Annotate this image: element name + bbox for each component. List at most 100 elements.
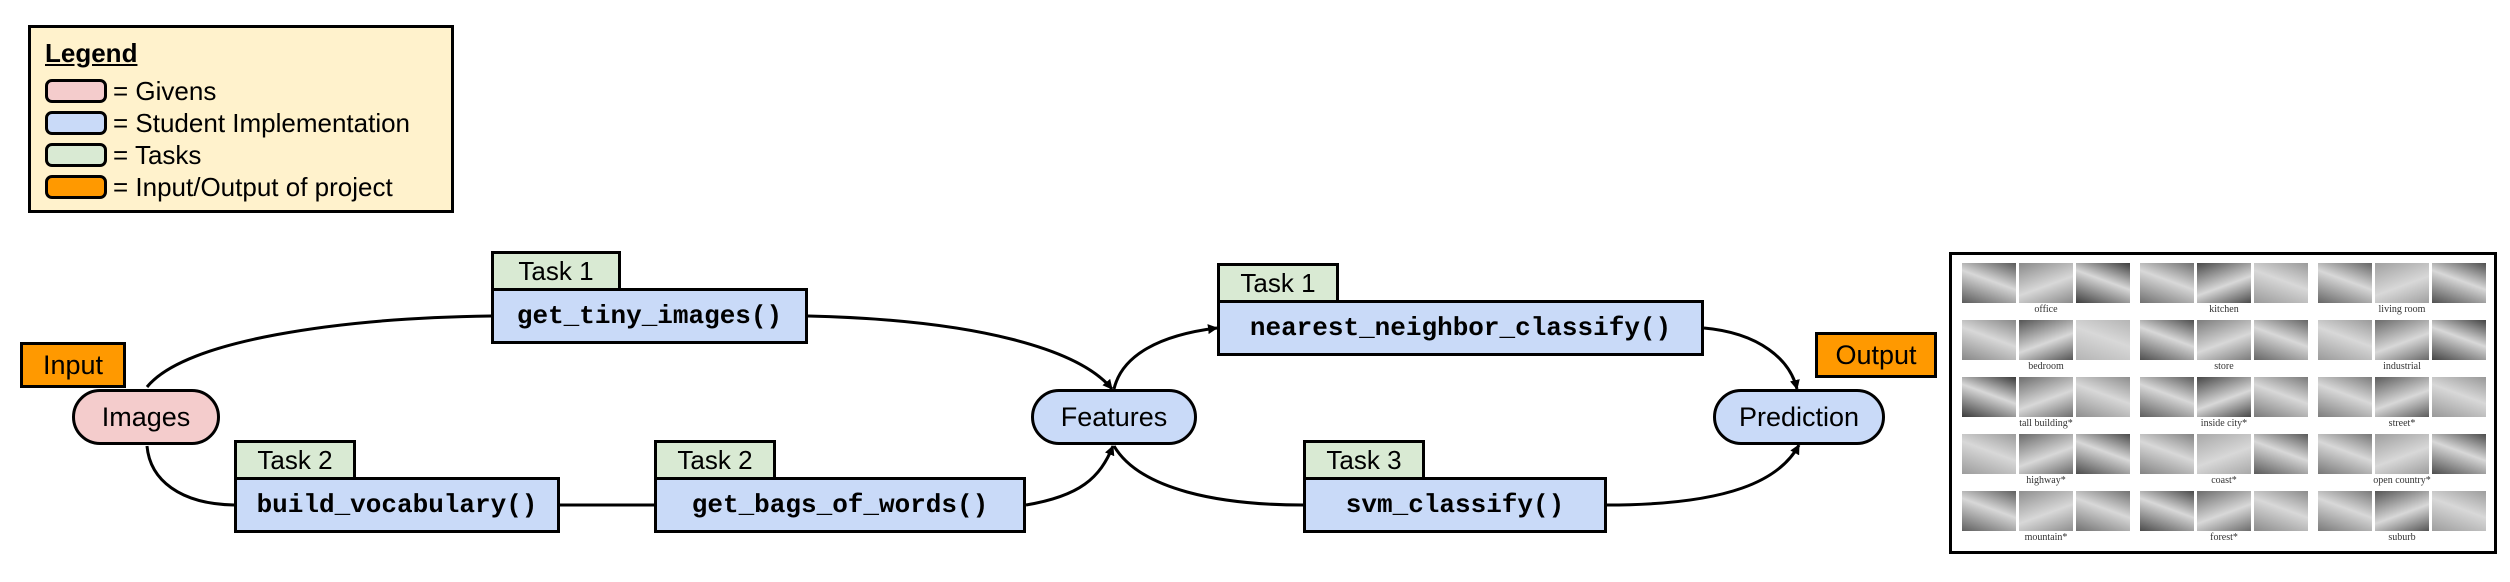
- legend-swatch-givens: [45, 79, 107, 103]
- scene-caption: open country*: [2373, 475, 2431, 486]
- legend-row-io: = Input/Output of project: [45, 171, 393, 202]
- scene-thumbnail: [2318, 320, 2372, 360]
- scene-thumbnail: [2432, 263, 2486, 303]
- scene-category-13: forest*: [2140, 491, 2308, 547]
- scene-thumbnail: [2375, 434, 2429, 474]
- scene-caption: highway*: [2026, 475, 2066, 486]
- scene-thumbnail: [2140, 263, 2194, 303]
- scene-thumbnail: [1962, 320, 2016, 360]
- scene-thumbnail: [2375, 263, 2429, 303]
- edge-tiny-to-features: [807, 314, 1114, 390]
- legend-swatch-tasks: [45, 143, 107, 167]
- legend-label-givens: = Givens: [113, 75, 217, 106]
- scene-thumbnail: [2432, 491, 2486, 531]
- scene-caption: store: [2214, 361, 2234, 372]
- scene-category-10: coast*: [2140, 434, 2308, 490]
- scene-thumbnail: [2254, 377, 2308, 417]
- scene-caption: kitchen: [2209, 304, 2239, 315]
- scene-thumbnail: [2140, 434, 2194, 474]
- features-node: Features: [1031, 389, 1197, 445]
- scene-thumbnail: [2019, 491, 2073, 531]
- scene-thumbnail: [2140, 377, 2194, 417]
- scene-category-9: highway*: [1962, 434, 2130, 490]
- scene-category-0: office: [1962, 263, 2130, 319]
- scene-thumbnail: [2140, 320, 2194, 360]
- scene-thumbnail: [2432, 434, 2486, 474]
- scene-category-1: kitchen: [2140, 263, 2308, 319]
- scene-thumbnail: [2318, 491, 2372, 531]
- input-label: Input: [20, 342, 126, 388]
- scene-category-14: suburb: [2318, 491, 2486, 547]
- scene-thumbnail: [2197, 491, 2251, 531]
- prediction-node: Prediction: [1713, 389, 1885, 445]
- images-node: Images: [72, 389, 220, 445]
- scene-thumbnail: [2019, 377, 2073, 417]
- scene-thumbnail: [2197, 377, 2251, 417]
- scene-thumbnail: [2254, 263, 2308, 303]
- scene-caption: industrial: [2383, 361, 2421, 372]
- scene-thumbnail: [2076, 434, 2130, 474]
- scene-thumbnail: [1962, 377, 2016, 417]
- task-tab-svm: Task 3: [1303, 440, 1425, 478]
- task-tab-nn: Task 1: [1217, 263, 1339, 301]
- task-tab-bags: Task 2: [654, 440, 776, 478]
- scene-thumbnail: [2076, 263, 2130, 303]
- scene-thumbnail: [2019, 320, 2073, 360]
- scene-thumbnail: [2197, 263, 2251, 303]
- legend-label-tasks: = Tasks: [113, 139, 202, 170]
- scene-thumbnail: [1962, 263, 2016, 303]
- scene-thumbnail: [2019, 263, 2073, 303]
- scene-thumbnail: [2076, 320, 2130, 360]
- legend-box: Legend = Givens = Student Implementation…: [28, 25, 454, 213]
- scene-caption: inside city*: [2200, 418, 2248, 429]
- scene-caption: mountain*: [2024, 532, 2068, 543]
- scene-caption: street*: [2388, 418, 2416, 429]
- get-tiny-images-block: get_tiny_images(): [491, 288, 808, 344]
- legend-row-tasks: = Tasks: [45, 139, 202, 170]
- scene-thumbnail-grid: office kitchen living room bedroom store indu…: [1962, 263, 2486, 548]
- edge-bags-to-features: [1025, 445, 1115, 507]
- scene-category-2: living room: [2318, 263, 2486, 319]
- task-tab-vocab: Task 2: [234, 440, 356, 478]
- edge-images-to-tiny: [145, 314, 492, 388]
- scene-thumbnail: [2076, 491, 2130, 531]
- get-bags-of-words-block: get_bags_of_words(): [654, 477, 1026, 533]
- scene-categories-figure: office kitchen living room bedroom store indu…: [1949, 252, 2497, 554]
- legend-title: Legend: [45, 38, 138, 68]
- scene-thumbnail: [2375, 491, 2429, 531]
- scene-caption: living room: [2378, 304, 2426, 315]
- build-vocabulary-block: build_vocabulary(): [234, 477, 560, 533]
- scene-thumbnail: [2375, 320, 2429, 360]
- scene-caption: coast*: [2211, 475, 2237, 486]
- scene-caption: tall building*: [2019, 418, 2073, 429]
- scene-thumbnail: [2019, 434, 2073, 474]
- scene-category-3: bedroom: [1962, 320, 2130, 376]
- scene-thumbnail: [2318, 377, 2372, 417]
- output-label: Output: [1815, 332, 1937, 378]
- scene-thumbnail: [2254, 320, 2308, 360]
- scene-thumbnail: [1962, 434, 2016, 474]
- scene-category-8: street*: [2318, 377, 2486, 433]
- scene-category-11: open country*: [2318, 434, 2486, 490]
- legend-label-io: = Input/Output of project: [113, 171, 393, 202]
- scene-thumbnail: [2140, 491, 2194, 531]
- nearest-neighbor-classify-block: nearest_neighbor_classify(): [1217, 300, 1704, 356]
- edge-images-to-vocab: [145, 445, 235, 507]
- scene-category-4: store: [2140, 320, 2308, 376]
- scene-caption: office: [2034, 304, 2058, 315]
- scene-caption: suburb: [2388, 532, 2416, 543]
- scene-caption: forest*: [2210, 532, 2238, 543]
- legend-swatch-io: [45, 175, 107, 199]
- scene-category-12: mountain*: [1962, 491, 2130, 547]
- scene-thumbnail: [2076, 377, 2130, 417]
- scene-thumbnail: [2254, 434, 2308, 474]
- scene-thumbnail: [2197, 434, 2251, 474]
- legend-label-student: = Student Implementation: [113, 107, 411, 138]
- scene-thumbnail: [2432, 320, 2486, 360]
- scene-thumbnail: [2318, 434, 2372, 474]
- scene-caption: bedroom: [2028, 361, 2064, 372]
- legend-row-givens: = Givens: [45, 75, 217, 106]
- scene-category-6: tall building*: [1962, 377, 2130, 433]
- edge-features-to-svm: [1112, 445, 1304, 507]
- scene-thumbnail: [2432, 377, 2486, 417]
